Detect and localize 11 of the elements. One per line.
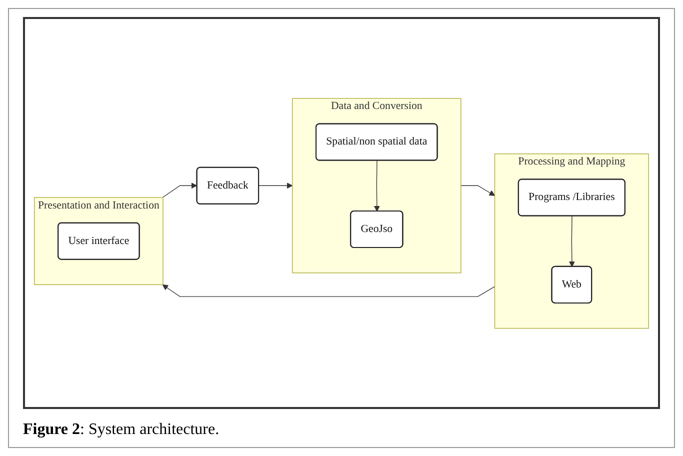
cluster (34, 196, 164, 285)
cluster (292, 98, 462, 273)
arrow (162, 182, 198, 198)
arrow (568, 215, 575, 267)
arrow (460, 184, 495, 196)
arrow (258, 182, 293, 188)
architecture-diagram: Presentation and Interaction User interface Processing and Mapping Programs /Libraries Web Data and Conversion Spatial/non spatial data GeoJso Feedback (29, 92, 654, 334)
arrow (374, 160, 380, 212)
cluster (494, 153, 649, 328)
figure-caption: Figure 2: System architecture. (23, 421, 220, 439)
arrow (162, 284, 496, 296)
